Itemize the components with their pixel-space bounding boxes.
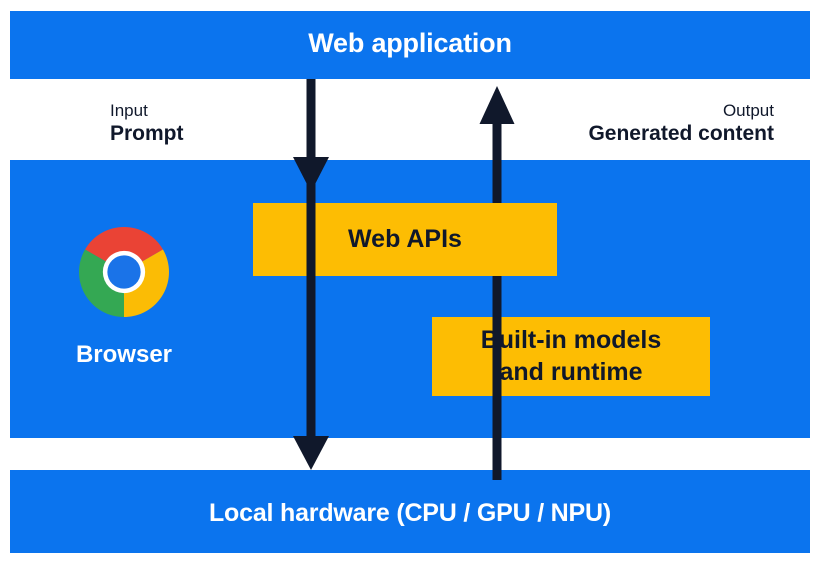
chrome-logo bbox=[79, 227, 169, 317]
input-kicker: Input bbox=[110, 101, 148, 120]
output-value: Generated content bbox=[588, 122, 774, 146]
input-label: Input Prompt bbox=[110, 100, 184, 148]
built-in-models-line-2: and runtime bbox=[499, 357, 643, 386]
browser-label: Browser bbox=[75, 341, 173, 368]
output-kicker: Output bbox=[722, 101, 774, 120]
web-apis-box-label: Web APIs bbox=[348, 224, 462, 253]
local-hardware-band bbox=[10, 470, 810, 553]
web-application-title: Web application bbox=[308, 28, 512, 58]
built-in-models-box: Built-in models and runtime bbox=[432, 317, 710, 396]
local-hardware-title: Local hardware (CPU / GPU / NPU) bbox=[208, 499, 611, 527]
web-apis-box: Web APIs bbox=[253, 203, 557, 276]
built-in-models-line-1: Built-in models bbox=[480, 326, 662, 355]
chrome-logo-icon bbox=[79, 227, 169, 317]
output-label: Output Generated content bbox=[588, 100, 774, 148]
input-value: Prompt bbox=[110, 122, 184, 146]
built-in-models-box-label: Built-in models and runtime bbox=[481, 325, 662, 388]
web-application-band bbox=[10, 11, 810, 79]
